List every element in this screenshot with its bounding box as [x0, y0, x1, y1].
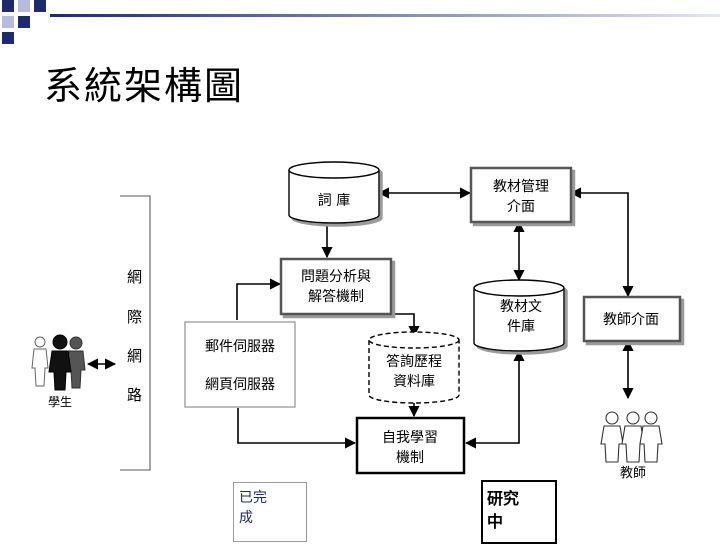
- cylinder-material-docs-line2: 件庫: [507, 318, 535, 335]
- internet-char-1: 網: [127, 268, 142, 286]
- box-servers: [184, 321, 296, 408]
- cylinder-lexicon: [288, 161, 380, 224]
- arrow-docs-to-selflearning: [464, 349, 525, 449]
- box-material-mgmt: [469, 166, 573, 224]
- arrow-servers-to-selflearning: [237, 408, 357, 449]
- box-teacher-ui-label: 教師介面: [603, 312, 659, 328]
- box-teacher-ui: [582, 295, 682, 343]
- legend-done-line2: 成: [239, 510, 253, 526]
- arrow-mgmt-to-teacher: [569, 187, 634, 298]
- box-material-mgmt-line1: 教材管理: [493, 179, 549, 195]
- decor-tile-3: [34, 0, 46, 12]
- internet-bracket: [120, 195, 151, 471]
- cylinder-qa-history: [368, 331, 460, 404]
- teachers-label: 教師: [620, 465, 646, 481]
- box-servers-line1: 郵件伺服器: [205, 339, 275, 355]
- decor-tile-2: [18, 0, 30, 12]
- internet-char-4: 路: [127, 386, 142, 404]
- decor-tile-1: [2, 0, 14, 12]
- teachers-icon: [600, 411, 663, 463]
- legend-research: 研究 中: [481, 480, 557, 544]
- cylinder-material-docs-line1: 教材文: [500, 299, 542, 315]
- legend-research-line2: 中: [487, 512, 504, 531]
- legend-done: 已完 成: [233, 482, 307, 542]
- decor-tile-4: [2, 16, 14, 28]
- page-title: 系統架構圖: [44, 64, 245, 108]
- internet-char-2: 際: [127, 308, 142, 326]
- cylinder-qa-history-line1: 答詢歷程: [386, 353, 442, 370]
- box-self-learning: [355, 416, 466, 475]
- connectors: [86, 187, 634, 449]
- decor-tile-6: [2, 32, 14, 44]
- arrow-servers-to-analysis: [236, 278, 282, 320]
- cylinder-qa-history-line2: 資料庫: [393, 373, 435, 390]
- box-question-analysis-line2: 解答機制: [308, 288, 364, 305]
- box-question-analysis-line1: 問題分析與: [301, 269, 371, 285]
- box-servers-line2: 網頁伺服器: [205, 377, 275, 393]
- students-label: 學生: [48, 395, 72, 409]
- box-material-mgmt-line2: 介面: [507, 199, 535, 215]
- students-icon: [31, 334, 86, 391]
- decor-tile-5: [18, 16, 30, 28]
- legend-done-line1: 已完: [239, 490, 267, 506]
- arrow-analysis-to-history: [391, 313, 420, 338]
- internet-char-3: 網: [127, 347, 142, 365]
- cylinder-material-docs: [473, 279, 565, 352]
- box-question-analysis: [279, 257, 393, 316]
- box-self-learning-line2: 機制: [396, 450, 424, 466]
- box-self-learning-line1: 自我學習: [382, 430, 438, 446]
- legend-research-line1: 研究: [487, 489, 520, 508]
- cylinder-lexicon-label: 詞 庫: [318, 192, 350, 209]
